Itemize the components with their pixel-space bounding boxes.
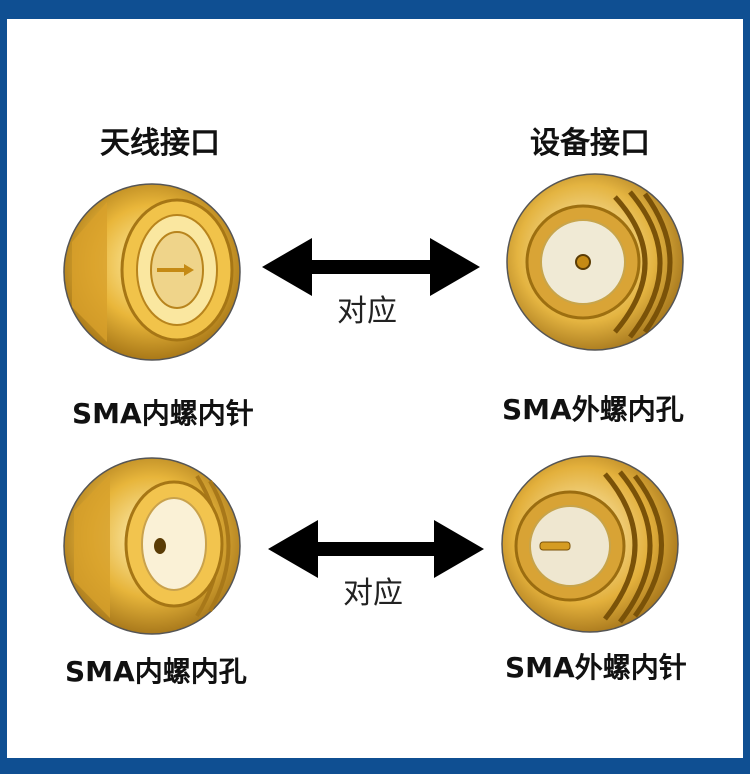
row2-right-label: SMA外螺内针 (505, 651, 687, 684)
row1-left-label: SMA内螺内针 (72, 397, 254, 430)
sma-male-connector-image (63, 183, 241, 361)
row2-left-label: SMA内螺内孔 (65, 655, 247, 688)
frame-right (743, 0, 750, 774)
device-heading: 设备接口 (530, 126, 650, 161)
sma-female-connector-image (506, 173, 684, 351)
relation-label-2: 对应 (343, 576, 403, 611)
double-arrow-icon (262, 238, 480, 296)
row1-right-label: SMA外螺内孔 (502, 393, 684, 426)
double-arrow-icon-2 (268, 520, 484, 578)
frame-left (0, 0, 7, 774)
sma-male-hole-connector-image (63, 457, 241, 635)
sma-female-pin-connector-image (501, 455, 679, 633)
relation-label: 对应 (337, 294, 397, 329)
frame-top (0, 0, 750, 19)
antenna-heading: 天线接口 (100, 126, 220, 161)
frame-bottom (0, 758, 750, 774)
